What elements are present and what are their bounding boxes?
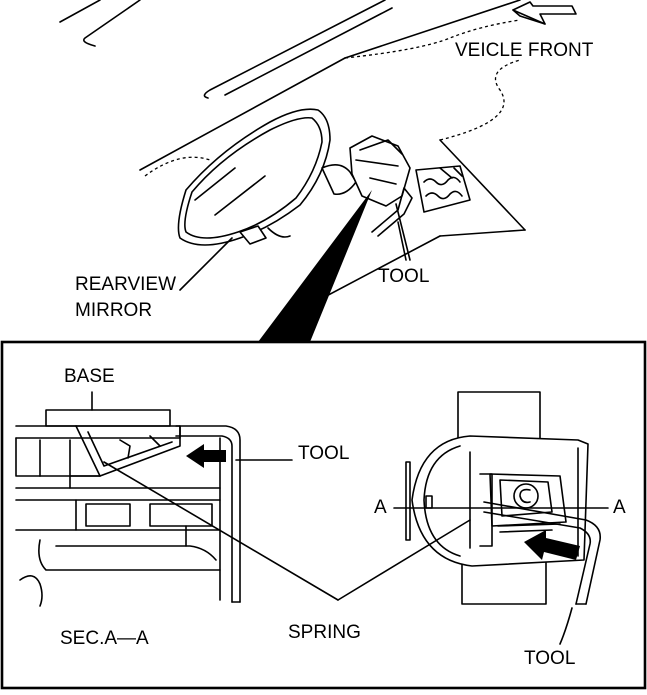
- spring-leader-lines: [103, 461, 471, 601]
- vehicle-front-arrow-icon: [512, 1, 577, 25]
- section-label: SEC.A—A: [60, 628, 149, 649]
- section-a-left-label: A: [374, 497, 387, 518]
- rearview-mirror-label-line1: REARVIEW: [75, 274, 177, 295]
- left-section-view: [15, 409, 221, 607]
- spring-label: SPRING: [288, 622, 361, 643]
- tool-left-label: TOOL: [298, 443, 350, 464]
- vehicle-front-label: VEICLE FRONT: [455, 40, 594, 61]
- base-label: BASE: [64, 366, 115, 387]
- top-leader-lines: [179, 221, 407, 291]
- push-arrow-right-icon: [524, 530, 580, 560]
- mirror-mount-bracket: [349, 135, 471, 213]
- tool-bottom-label: TOOL: [524, 648, 576, 669]
- tool-top: [371, 187, 413, 261]
- detail-box: [0, 340, 647, 690]
- tool-top-label: TOOL: [378, 266, 430, 287]
- tool-right: [483, 501, 602, 605]
- push-arrow-left-icon: [186, 444, 226, 468]
- detail-leader-lines: [91, 391, 573, 645]
- right-side-view: [405, 391, 589, 605]
- magnification-wedge: [258, 190, 372, 342]
- rearview-mirror-label-line2: MIRROR: [75, 300, 153, 321]
- section-a-right-label: A: [613, 497, 626, 518]
- tool-left: [175, 425, 241, 603]
- rearview-mirror: [177, 108, 357, 246]
